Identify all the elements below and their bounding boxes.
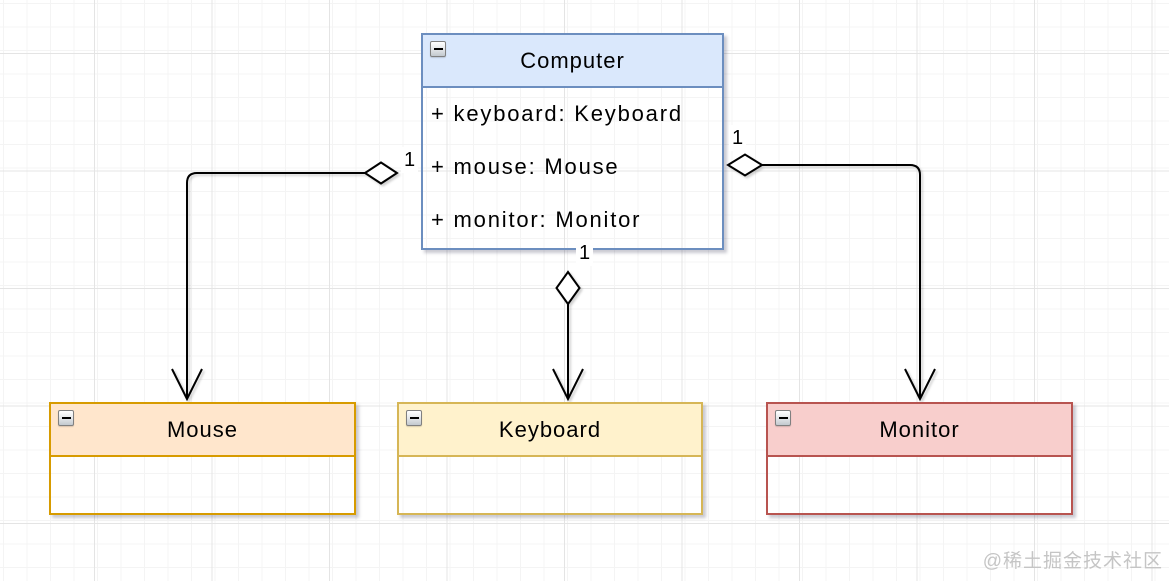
class-keyboard-body: [399, 457, 701, 511]
minus-glyph: [433, 48, 443, 50]
class-mouse-header[interactable]: Mouse: [51, 404, 354, 457]
class-monitor-body: [768, 457, 1071, 511]
class-monitor-header[interactable]: Monitor: [768, 404, 1071, 457]
edge-computer-monitor[interactable]: [726, 153, 936, 402]
edge-computer-mouse[interactable]: [171, 161, 399, 402]
aggregation-diamond-icon: [555, 270, 581, 306]
class-computer-header[interactable]: Computer: [423, 35, 722, 88]
minus-glyph: [778, 417, 788, 419]
class-attribute: + monitor: Monitor: [431, 206, 642, 232]
class-mouse-body: [51, 457, 354, 511]
class-mouse[interactable]: Mouse: [49, 402, 356, 515]
class-attribute: + keyboard: Keyboard: [431, 101, 683, 127]
edge-computer-keyboard[interactable]: [552, 270, 584, 402]
class-title: Monitor: [879, 416, 960, 442]
minus-glyph: [61, 417, 71, 419]
class-monitor[interactable]: Monitor: [766, 402, 1073, 515]
edge-line[interactable]: [762, 164, 921, 398]
class-title: Keyboard: [498, 416, 602, 442]
open-arrowhead-icon: [171, 368, 203, 402]
multiplicity-label-mouse[interactable]: 1: [401, 147, 419, 173]
open-arrowhead-icon: [552, 368, 584, 402]
watermark-text: @稀土掘金技术社区: [982, 551, 1163, 572]
open-arrowhead-icon: [904, 368, 936, 402]
collapse-minus-icon[interactable]: [775, 410, 791, 426]
class-computer-body: + keyboard: Keyboard + mouse: Mouse + mo…: [423, 88, 722, 246]
class-title: Computer: [520, 47, 625, 73]
minus-glyph: [409, 417, 419, 419]
aggregation-diamond-icon: [726, 153, 764, 177]
multiplicity-label-keyboard[interactable]: 1: [576, 240, 594, 266]
class-keyboard-header[interactable]: Keyboard: [399, 404, 701, 457]
multiplicity-label-monitor[interactable]: 1: [729, 125, 747, 151]
class-attribute: + mouse: Mouse: [431, 154, 620, 179]
collapse-minus-icon[interactable]: [58, 410, 74, 426]
class-title: Mouse: [166, 416, 239, 442]
collapse-minus-icon[interactable]: [430, 41, 446, 57]
class-keyboard[interactable]: Keyboard: [397, 402, 703, 515]
aggregation-diamond-icon: [363, 161, 399, 185]
class-computer[interactable]: Computer + keyboard: Keyboard + mouse: M…: [421, 33, 724, 250]
collapse-minus-icon[interactable]: [406, 410, 422, 426]
edge-line[interactable]: [186, 172, 365, 398]
